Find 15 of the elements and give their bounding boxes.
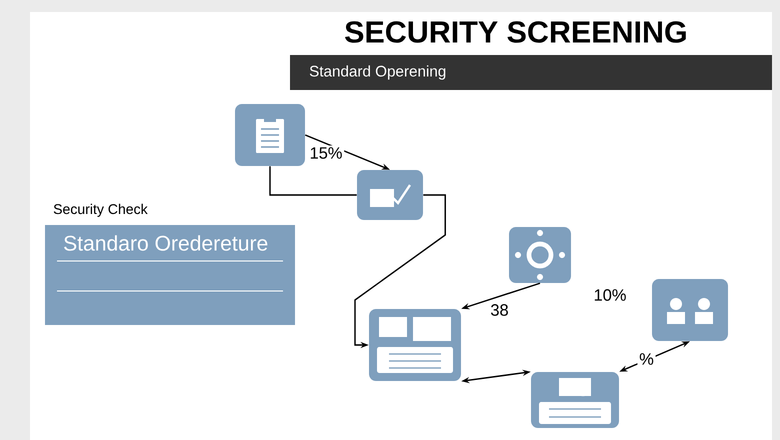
edge-label: 15%	[308, 145, 344, 161]
icon-box	[652, 279, 728, 341]
heading: Security Check	[54, 204, 148, 217]
header-band: Standard Operening	[290, 55, 772, 90]
edge-label: %	[637, 352, 656, 366]
icon-box	[369, 309, 461, 381]
icon-box	[235, 104, 305, 166]
icon-box	[509, 227, 571, 283]
panel-heading: Standaro Oredereture	[64, 235, 268, 251]
text-panel	[45, 204, 295, 325]
title: SECURITY SCREENING	[345, 21, 686, 43]
edge-label: 38	[488, 302, 510, 318]
percentage-label: 10%	[594, 289, 626, 301]
icon-box	[531, 372, 619, 428]
icon-box	[357, 170, 423, 220]
